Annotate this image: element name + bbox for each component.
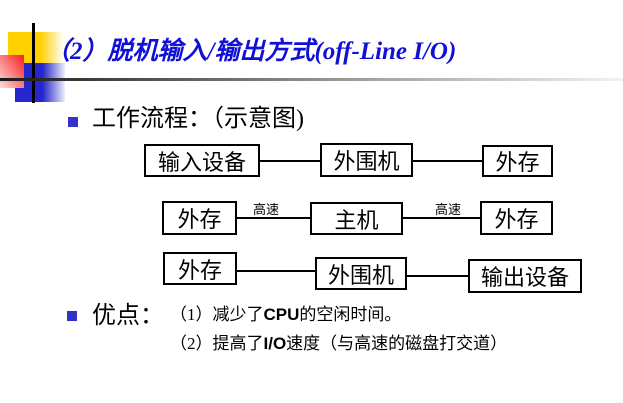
diagram-box-external-storage-1: 外存	[482, 145, 553, 177]
diagram-box-external-storage-3: 外存	[480, 201, 553, 235]
connector-line	[407, 275, 468, 277]
connector-line	[260, 160, 320, 162]
diagram-box-host: 主机	[310, 202, 403, 235]
advantage-2-text-tail: 速度（与高速的磁盘打交道）	[286, 334, 508, 353]
link-label-high-speed-2: 高速	[435, 202, 462, 217]
slide-title: （2）脱机输入/输出方式(off-Line I/O)	[45, 38, 457, 65]
connector-line	[403, 217, 480, 219]
diagram-box-peripheral-1: 外围机	[320, 143, 413, 177]
title-underline	[0, 78, 623, 81]
advantage-1-text-tail: 的空闲时间。	[299, 305, 402, 324]
workflow-heading: 工作流程：（示意图)	[92, 106, 304, 132]
advantage-item-1: （1）减少了CPU的空闲时间。	[170, 304, 401, 326]
link-label-high-speed-1: 高速	[253, 202, 280, 217]
advantage-2-emphasis: I/O	[263, 334, 287, 353]
diagram-box-external-storage-4: 外存	[163, 252, 237, 285]
advantages-heading: 优点：	[92, 303, 164, 329]
decoration-vertical-line	[32, 23, 35, 103]
connector-line	[413, 160, 482, 162]
connector-line	[237, 217, 310, 219]
diagram-box-output-device: 输出设备	[468, 259, 582, 293]
advantage-1-text: （1）减少了	[170, 305, 264, 324]
bullet-square-icon	[67, 311, 77, 321]
diagram-box-input-device: 输入设备	[144, 144, 260, 177]
bullet-square-icon	[68, 117, 78, 127]
connector-line	[237, 270, 315, 272]
diagram-box-external-storage-2: 外存	[162, 201, 237, 235]
advantage-2-text: （2）提高了	[170, 334, 264, 353]
advantage-1-emphasis: CPU	[263, 305, 300, 324]
advantage-item-2: （2）提高了I/O速度（与高速的磁盘打交道）	[170, 333, 507, 355]
decoration-red-square	[0, 55, 24, 88]
diagram-box-peripheral-2: 外围机	[315, 257, 407, 290]
